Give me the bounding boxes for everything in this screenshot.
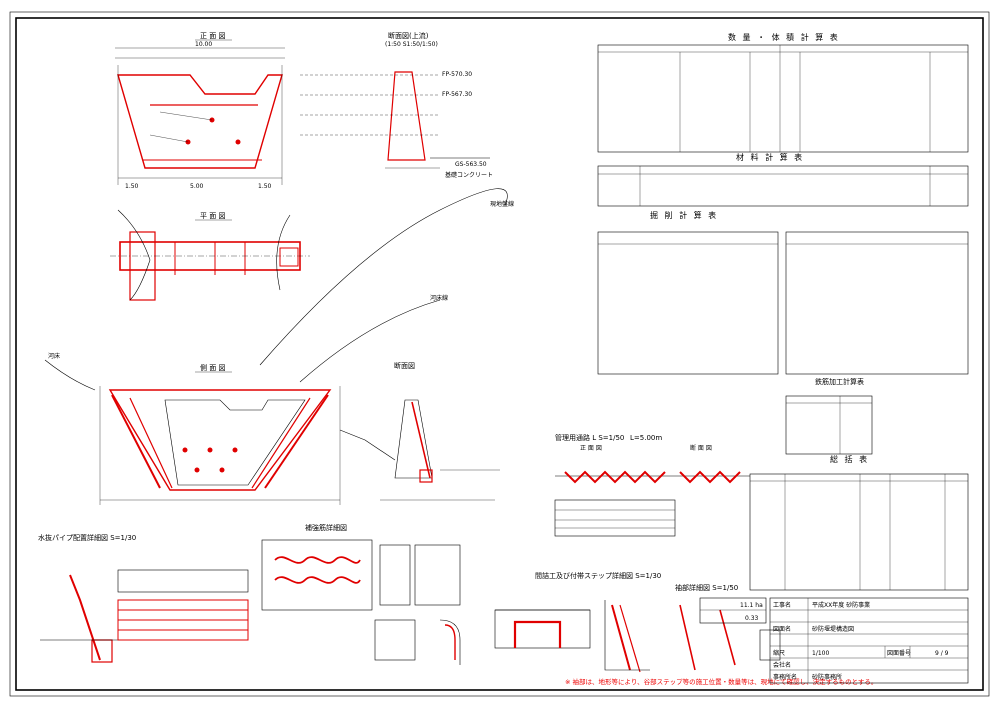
area-value: 11.1 ha	[740, 602, 763, 609]
scale-label: 縮尺	[773, 649, 785, 657]
walkway-length: L=5.00m	[630, 434, 662, 442]
office-value: 砂防事務所	[812, 673, 842, 681]
front-view-dam-outline	[117, 74, 283, 169]
reinforcement-detail-title: 補強筋詳細図	[305, 523, 347, 532]
side-view-title: 側 面 図	[200, 363, 225, 372]
drawing-no-label: 図面番号	[887, 650, 911, 657]
dim-top-label: 10.00	[195, 41, 212, 48]
side-section: 断面図	[339, 361, 500, 501]
title-block: 工事名 平成XX年度 砂防事業 図面名 砂防堰堤構造図 縮尺 1/100 図面番…	[699, 597, 969, 684]
section-view-dam	[387, 71, 426, 161]
drawing-name-value: 砂防堰堤構造図	[812, 625, 854, 633]
wing-detail-title: 袖部詳細図 S=1/50	[675, 583, 738, 592]
rebar-table: 鉄筋加工計算表	[785, 377, 873, 455]
sheet-border-outer	[9, 11, 990, 697]
project-label: 工事名	[773, 601, 791, 609]
note-red: ※ 袖部は、地形等により、谷部ステップ等の施工位置・数量等は、現地にて確認し、決…	[565, 677, 877, 686]
reinforcement-detail: 補強筋詳細図	[261, 523, 461, 665]
drawing-name-label: 図面名	[773, 625, 791, 633]
front-view: 正 面 図 10.00 1.50 5.00 1.50	[115, 32, 285, 190]
svg-text:5.00: 5.00	[190, 183, 204, 190]
summary-table: 総 括 表	[749, 454, 969, 591]
walkway-section-title: 断 面 図	[690, 444, 712, 452]
office-label: 事務所名	[773, 673, 797, 681]
wing-detail: 袖部詳細図 S=1/50	[604, 583, 781, 673]
quantity-table: 数 量 ・ 体 積 計 算 表	[597, 32, 969, 153]
step-detail: 間詰工及び付帯ステップ詳細図 S=1/30	[494, 571, 661, 649]
label-river: 河床	[48, 352, 60, 360]
side-section-title: 断面図	[394, 361, 415, 370]
section-view-subtitle: (1:50 S1:50/1:50)	[385, 41, 438, 48]
label-concrete: 基礎コンクリート	[445, 171, 493, 179]
side-view: 側 面 図	[99, 363, 341, 505]
excavation-table: 掘 削 計 算 表	[597, 210, 969, 375]
front-view-title: 正 面 図	[200, 32, 225, 40]
step-detail-title: 間詰工及び付帯ステップ詳細図 S=1/30	[535, 571, 661, 580]
materials-table: 材 料 計 算 表	[597, 152, 969, 207]
label-fp2: FP-567.30	[442, 91, 472, 98]
walkway-front-title: 正 面 図	[580, 445, 602, 452]
sheet-border-inner	[15, 17, 984, 691]
plan-view: 平 面 図	[110, 209, 310, 301]
drain-pipe-detail: 水抜パイプ配置詳細図 S=1/30	[38, 533, 249, 663]
drain-pipe-detail-title: 水抜パイプ配置詳細図 S=1/30	[38, 533, 136, 542]
materials-table-title: 材 料 計 算 表	[736, 152, 804, 162]
label-gs: GS-563.50	[455, 161, 487, 168]
terrain-lines: 現地盤線 河床線 河床	[44, 188, 514, 391]
quantity-table-title: 数 量 ・ 体 積 計 算 表	[728, 32, 840, 42]
label-terrain: 現地盤線	[490, 200, 514, 208]
section-view: 断面図(上流) (1:50 S1:50/1:50) FP-570.30 FP-5…	[300, 31, 493, 179]
walkway-detail-title: 管理用通路 L S=1/50	[555, 433, 624, 442]
label-fp: FP-570.30	[442, 71, 472, 78]
walkway-detail: 管理用通路 L S=1/50 L=5.00m 正 面 図 断 面 図	[554, 433, 750, 537]
svg-text:1.50: 1.50	[125, 183, 139, 190]
excavation-table-title: 掘 削 計 算 表	[650, 210, 718, 220]
svg-text:1.50: 1.50	[258, 183, 272, 190]
drawing-no-value: 9 / 9	[935, 650, 949, 657]
section-view-title: 断面図(上流)	[388, 31, 429, 40]
plan-view-title: 平 面 図	[200, 212, 225, 220]
scale-value: 1/100	[812, 650, 829, 657]
project-value: 平成XX年度 砂防事業	[812, 601, 870, 609]
company-label: 会社名	[773, 661, 791, 669]
ratio-value: 0.33	[745, 615, 759, 622]
summary-table-title: 総 括 表	[830, 454, 869, 464]
rebar-table-title: 鉄筋加工計算表	[815, 377, 864, 386]
label-riverbed: 河床線	[430, 294, 448, 302]
